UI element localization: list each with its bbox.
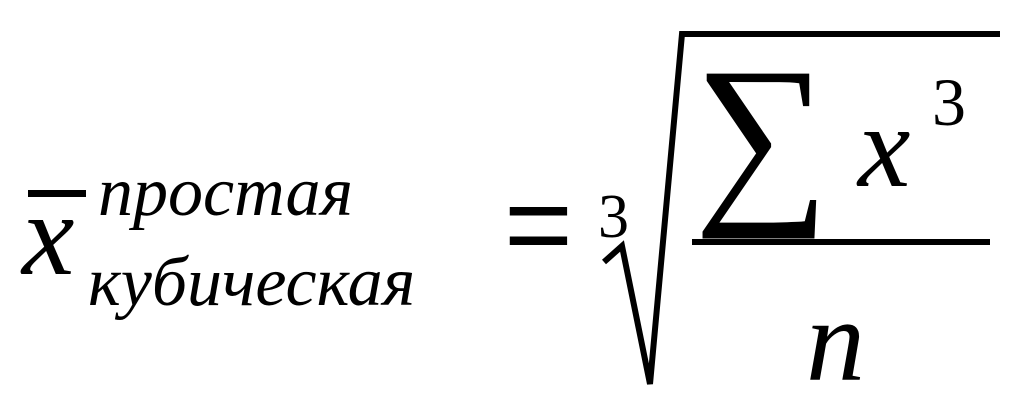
denominator-n: n (806, 275, 865, 406)
root-index: 3 (598, 183, 629, 251)
summation-sign: ∑ (694, 30, 830, 240)
radical-stroke (602, 31, 1000, 385)
numerator-exponent: 3 (932, 64, 966, 140)
equals-sign: = (504, 159, 573, 291)
superscript-label: простая (98, 154, 354, 231)
numerator-variable-x: x (858, 81, 911, 212)
mean-overline (28, 190, 86, 197)
subscript-label: кубическая (88, 244, 416, 321)
fraction-line (692, 239, 990, 245)
